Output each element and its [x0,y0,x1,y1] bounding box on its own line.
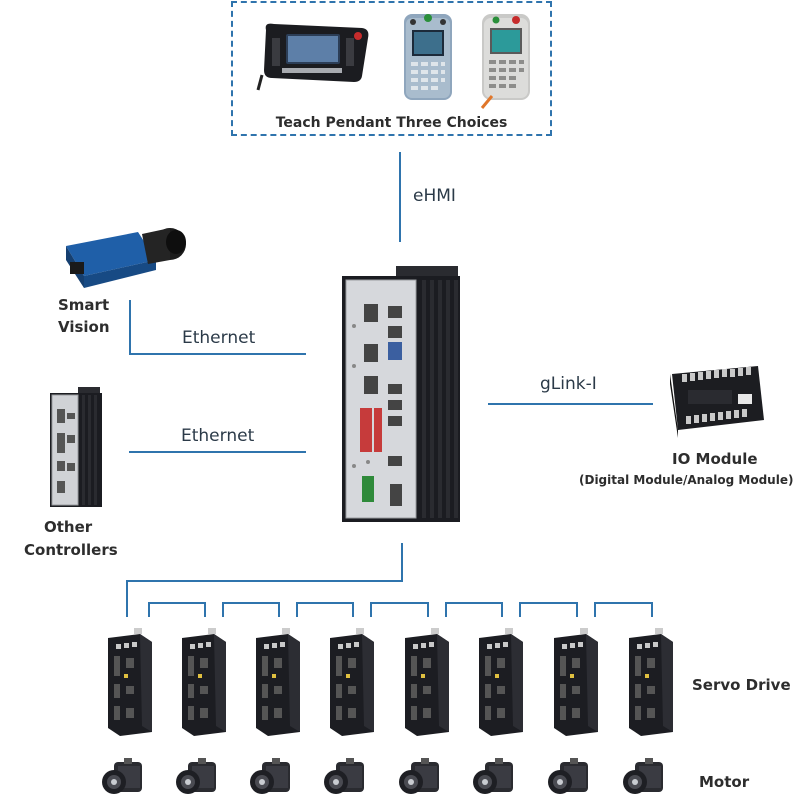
glink-line [488,403,653,405]
ethernet-label-2: Ethernet [181,426,255,446]
motor [176,758,216,794]
ethernet-line-2 [129,451,306,453]
motor [102,758,142,794]
motor [324,758,364,794]
servo-drive [554,628,598,736]
servo-bus-horizontal [126,580,403,582]
motor [473,758,513,794]
other-controller [50,387,102,507]
smart-vision-camera [66,228,186,288]
other-controllers-label-line1: Other [44,518,93,536]
ethernet-label-1: Ethernet [182,328,256,348]
ethernet-line-1-vertical [129,300,131,355]
servo-chain-link [370,602,429,617]
servo-chain-link [296,602,354,617]
teach-pendant-handheld-blue [404,14,452,100]
motor-label: Motor [699,773,750,791]
servo-chain-link [445,602,503,617]
servo-bus-vertical [401,543,403,582]
main-controller [342,266,460,522]
ehmi-label: eHMI [413,186,456,206]
teach-pendant-handheld-grey [480,14,530,109]
motor [548,758,588,794]
ehmi-line [399,152,401,242]
io-module-subtitle: (Digital Module/Analog Module) [579,473,794,487]
smart-vision-label-line2: Vision [58,318,110,336]
other-controllers-label-line2: Controllers [24,541,118,559]
io-module-title: IO Module [672,450,758,468]
io-module [670,366,764,438]
servo-chain-link [222,602,280,617]
servo-drive [330,628,374,736]
servo-drive-label: Servo Drive [692,676,791,694]
servo-drive [108,628,152,736]
teach-pendant-label: Teach Pendant Three Choices [275,115,508,131]
motor [250,758,290,794]
servo-drive [629,628,673,736]
glink-label: gLink-I [540,374,597,394]
servo-drive [256,628,300,736]
servo-bus-drop [126,580,128,617]
servo-drive [405,628,449,736]
motor [623,758,663,794]
servo-chain-link [594,602,653,617]
servo-drive [182,628,226,736]
ethernet-line-1-horizontal [129,353,306,355]
motor [399,758,439,794]
teach-pendant-tablet [256,23,369,91]
servo-drive [479,628,523,736]
smart-vision-label-line1: Smart [58,296,110,314]
teach-pendant-group [231,1,552,136]
servo-chain-link [148,602,206,617]
servo-chain-link [519,602,578,617]
